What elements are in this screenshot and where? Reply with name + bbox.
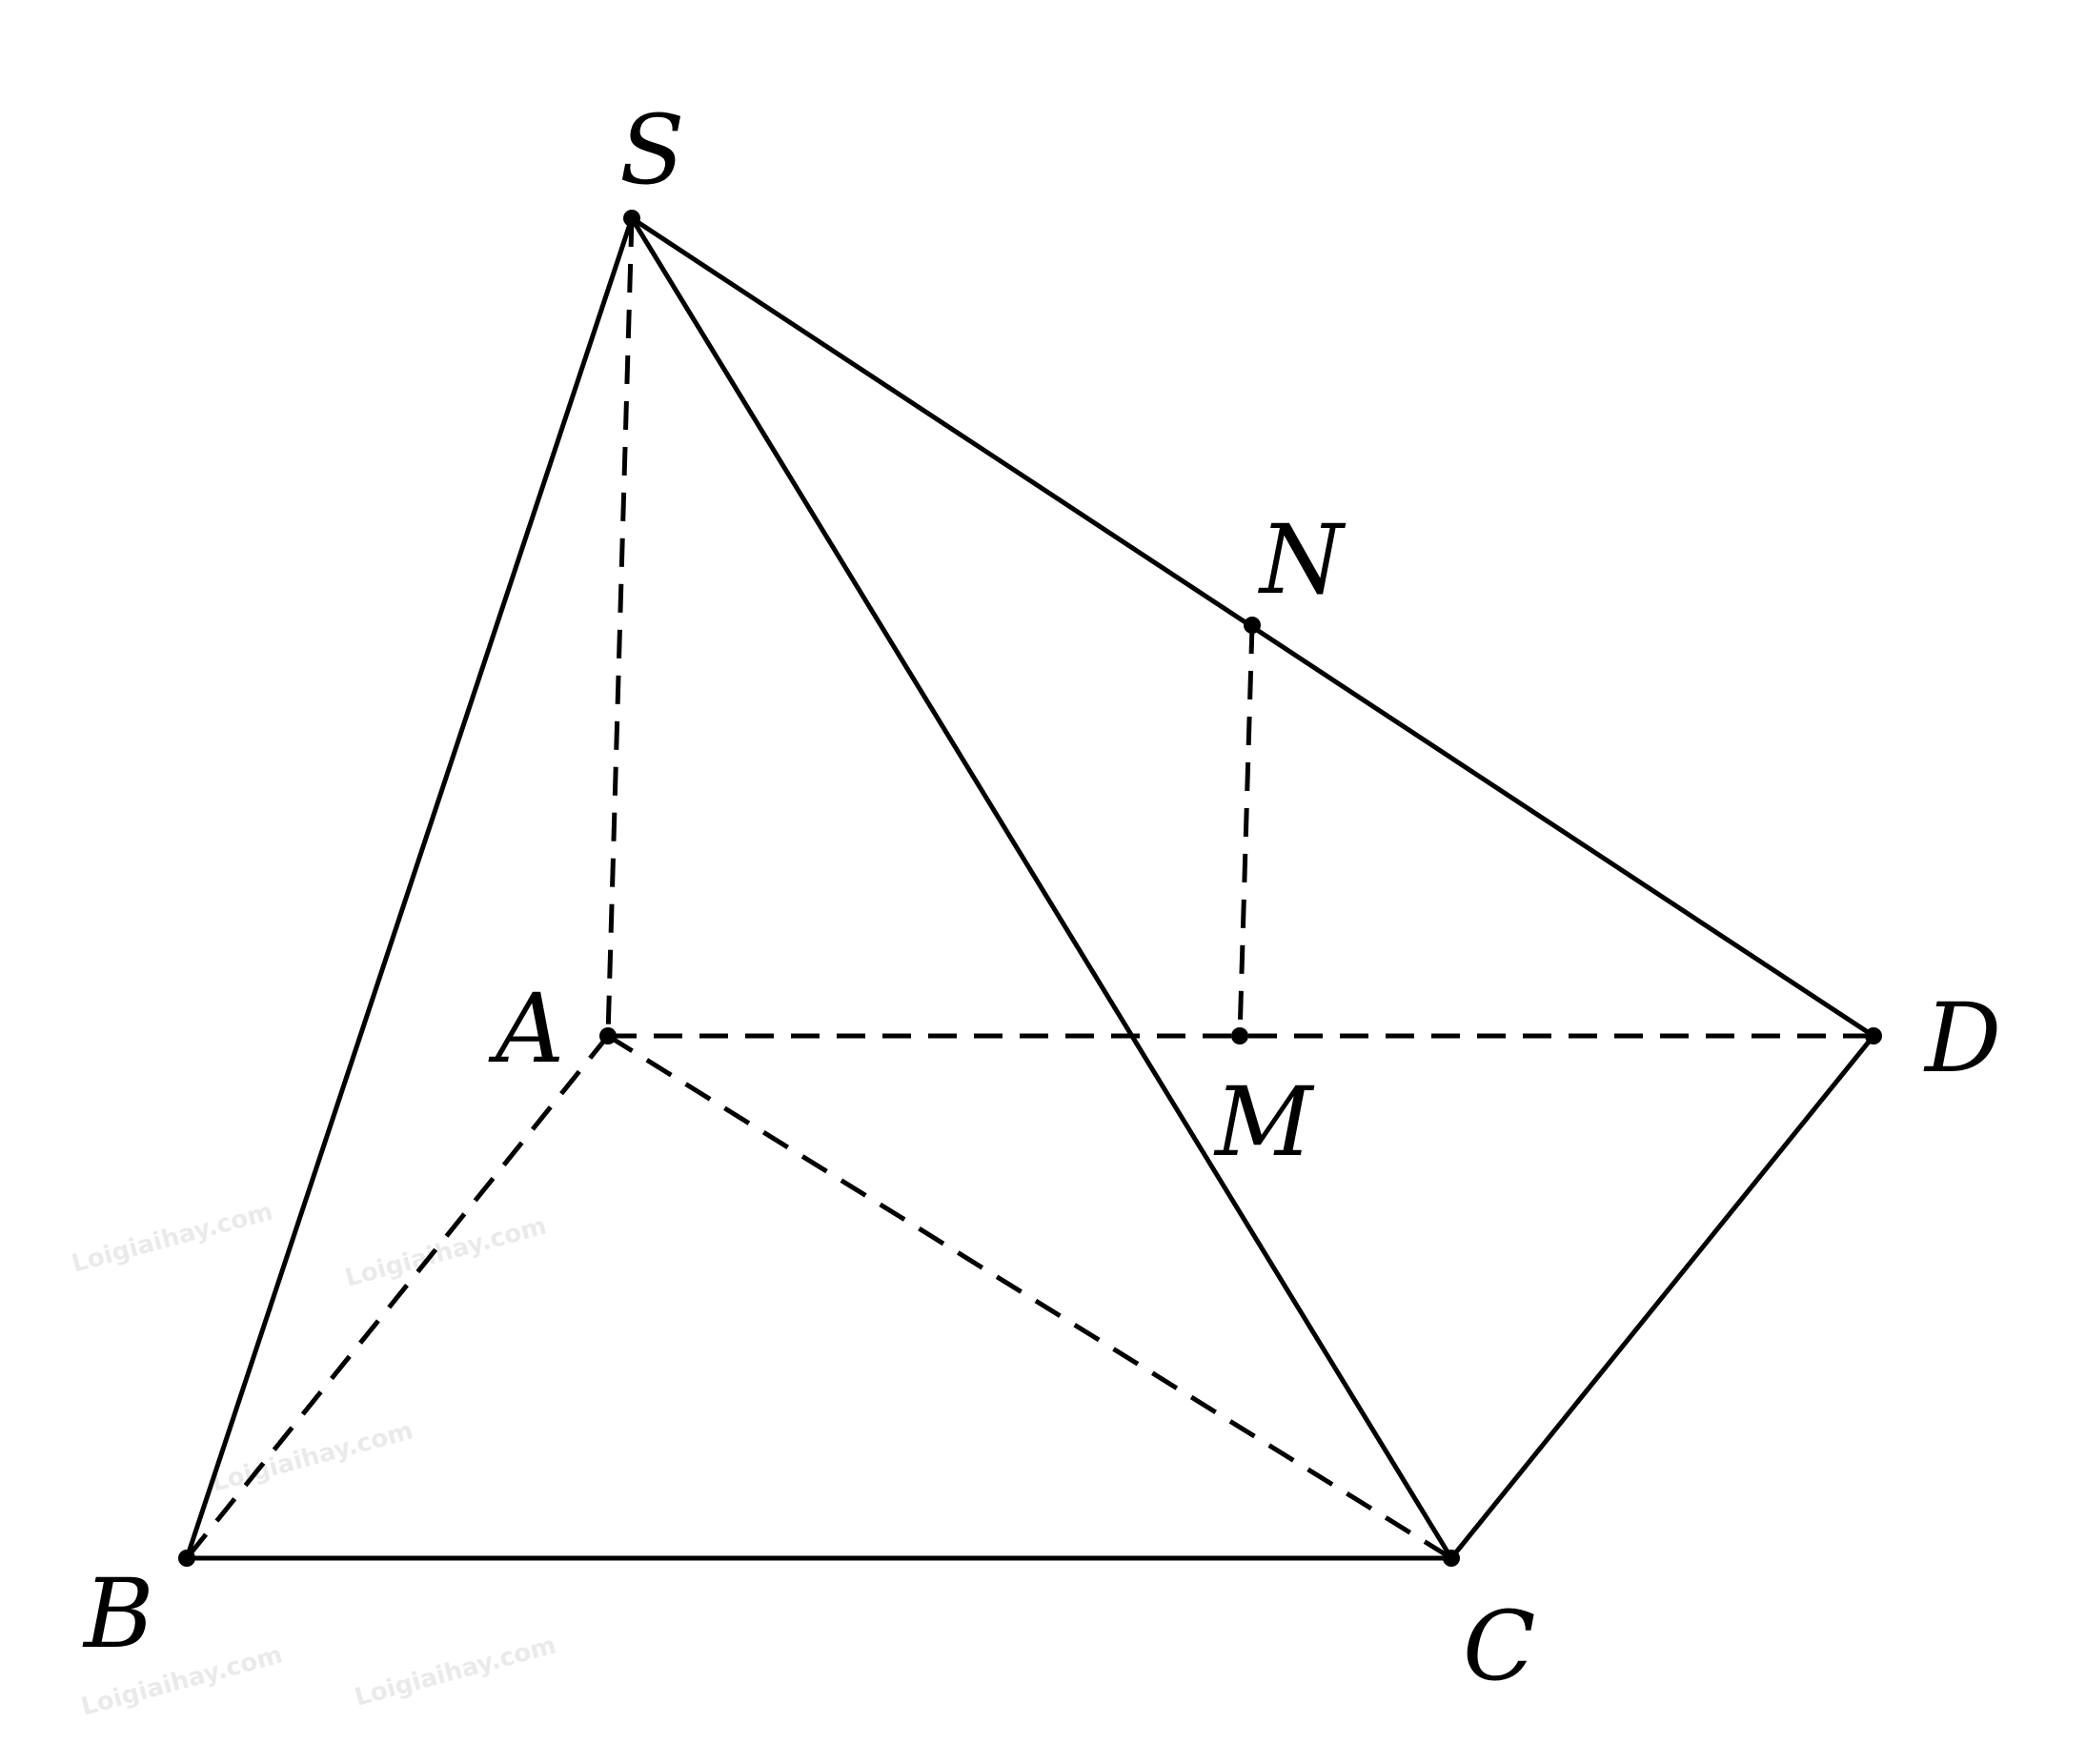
dashed-edge-AB (185, 1034, 610, 1560)
label-B: B (82, 1558, 154, 1670)
edge-SB (184, 217, 635, 1559)
point-B (178, 1550, 195, 1567)
point-C (1443, 1550, 1460, 1567)
watermark-text: Loigiaihay.com (352, 1632, 559, 1713)
edges (184, 215, 1875, 1561)
watermark-text: Loigiaihay.com (342, 1212, 550, 1293)
label-M: M (1213, 1066, 1315, 1178)
point-N (1244, 617, 1261, 634)
label-A: A (488, 973, 564, 1085)
watermark-text: Loigiaihay.com (209, 1417, 416, 1498)
dashed-edge-NM (1237, 624, 1255, 1037)
dashed-edge-SA (605, 217, 635, 1037)
point-D (1865, 1027, 1882, 1044)
point-S (623, 210, 640, 227)
label-D: D (1923, 983, 2001, 1094)
edge-CD (1449, 1034, 1875, 1560)
watermark-text: Loigiaihay.com (69, 1198, 276, 1279)
point-A (599, 1027, 617, 1044)
vertex-dots (178, 210, 1882, 1567)
label-N: N (1258, 504, 1347, 616)
edge-SC (629, 216, 1454, 1560)
label-S: S (619, 94, 685, 206)
label-C: C (1463, 1591, 1536, 1702)
point-M (1231, 1027, 1248, 1044)
dashed-edge-AC (606, 1033, 1453, 1561)
